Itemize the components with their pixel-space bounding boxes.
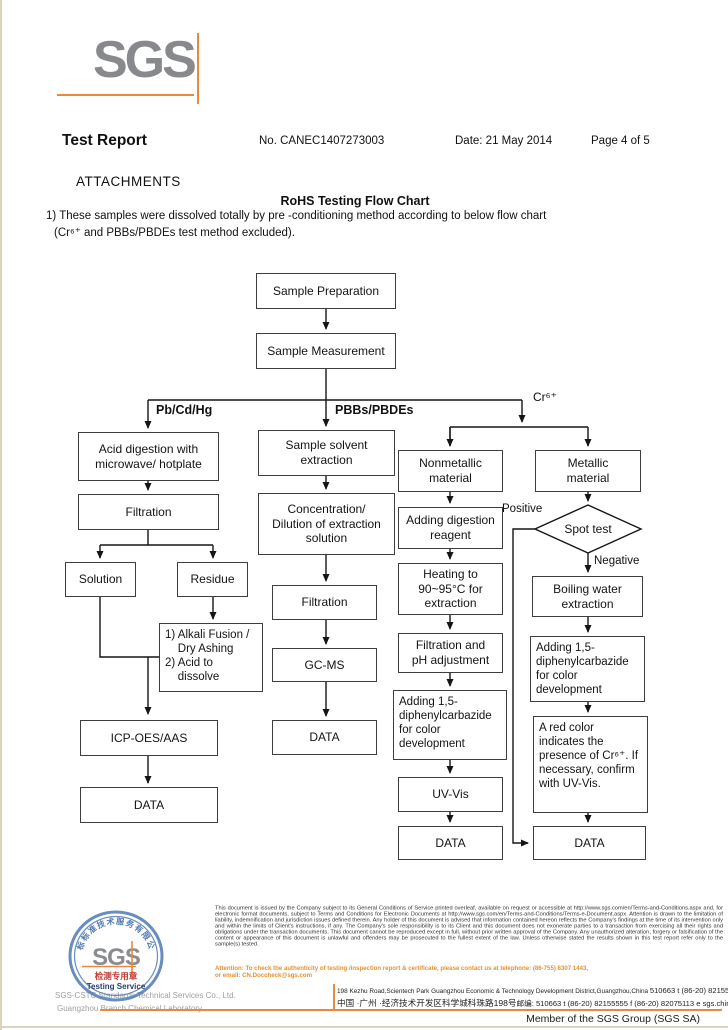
- address-cn-text: 中国 ·广州 ·经济技术开发区科学城科珠路198号: [337, 998, 517, 1008]
- flow-node-icp-oes-aas: ICP-OES/AAS: [80, 720, 218, 756]
- flow-node-solution: Solution: [65, 562, 136, 597]
- flow-node-adding-digestion-reagent: Adding digestion reagent: [398, 507, 503, 549]
- report-page: Page 4 of 5: [591, 135, 650, 147]
- address-line-cn: 中国 ·广州 ·经济技术开发区科学城科珠路198号邮编: 510663 t (8…: [337, 997, 728, 1009]
- report-title: Test Report: [62, 132, 147, 149]
- member-text: Member of the SGS Group (SGS SA): [526, 1013, 700, 1025]
- flow-node-uv-vis: UV-Vis: [398, 777, 503, 812]
- flow-node-filtration-1: Filtration: [78, 494, 219, 530]
- flow-node-heating-extraction: Heating to 90~95°C for extraction: [398, 563, 503, 615]
- flow-node-data-pbbs: DATA: [272, 720, 377, 755]
- flow-node-sample-measurement: Sample Measurement: [256, 333, 396, 369]
- flow-node-adding-dpc-metallic: Adding 1,5- diphenylcarbazide for color …: [530, 636, 645, 702]
- flow-node-data-pbcdhg: DATA: [80, 787, 218, 823]
- report-date: Date: 21 May 2014: [455, 135, 553, 147]
- branch-label-pbbs-pbdes: PBBs/PBDEs: [335, 403, 414, 417]
- flow-node-concentration-dilution: Concentration/ Dilution of extraction so…: [258, 493, 395, 555]
- branch-label-positive: Positive: [502, 503, 543, 515]
- address-line-en: 198 Kezhu Road,Scientech Park Guangzhou …: [337, 986, 728, 995]
- address-en-text: 198 Kezhu Road,Scientech Park Guangzhou …: [337, 988, 650, 995]
- flow-node-filtration-2: Filtration: [272, 585, 377, 620]
- flow-node-data-metallic: DATA: [533, 826, 646, 860]
- flow-node-boiling-water-extraction: Boiling water extraction: [532, 576, 643, 617]
- note-line-1: 1) These samples were dissolved totally …: [46, 210, 547, 222]
- flow-node-red-color-note: A red color indicates the presence of Cr…: [533, 716, 648, 813]
- page-bottom-edge-line: [0, 1026, 728, 1028]
- flow-node-acid-digestion: Acid digestion with microwave/ hotplate: [78, 432, 219, 481]
- logo-vertical-line: [197, 33, 199, 104]
- legal-text-block: This document is issued by the Company s…: [215, 905, 723, 967]
- stamp-red-text: 检测专用章: [95, 971, 138, 981]
- flow-node-solvent-extraction: Sample solvent extraction: [258, 430, 395, 476]
- address-cn-numbers: 邮编: 510663 t (86-20) 82155555 f (86-20) …: [516, 999, 728, 1008]
- flow-node-metallic-material: Metallic material: [535, 450, 641, 492]
- flow-node-adding-dpc-nonmetallic: Adding 1,5- diphenylcarbazide for color …: [393, 690, 507, 760]
- footer-orange-line: [100, 1009, 722, 1011]
- legal-text: This document is issued by the Company s…: [215, 905, 723, 947]
- attachments-heading: ATTACHMENTS: [76, 174, 181, 189]
- attention-text-block: Attention: To check the authenticity of …: [215, 965, 723, 992]
- company-name-line-2: Guangzhou Branch Chemical Laboratory: [57, 1004, 202, 1013]
- sgs-stamp-seal: 通标标准技术服务有限公司 SGS 检测专用章 Testing Service: [66, 908, 164, 1002]
- report-number: No. CANEC1407273003: [259, 135, 385, 147]
- flow-node-residue: Residue: [177, 562, 248, 597]
- note-line-2: (Cr⁶⁺ and PBBs/PBDEs test method exclude…: [54, 227, 295, 239]
- branch-label-pb-cd-hg: Pb/Cd/Hg: [156, 403, 213, 417]
- flow-node-spot-test: Spot test: [564, 521, 612, 536]
- logo-underline: [57, 94, 194, 96]
- flow-node-gc-ms: GC-MS: [272, 648, 377, 682]
- flow-chart-title: RoHS Testing Flow Chart: [280, 194, 430, 208]
- address-divider-line: [333, 984, 335, 1009]
- page-left-edge-line: [0, 0, 2, 1030]
- flow-node-filtration-ph: Filtration and pH adjustment: [398, 633, 503, 673]
- address-en-numbers: 510663 t (86-20) 82155555 f (86-20) 8207…: [649, 986, 728, 995]
- flow-node-data-nonmetallic: DATA: [398, 826, 503, 860]
- flow-node-nonmetallic-material: Nonmetallic material: [398, 450, 503, 492]
- flow-node-alkali-fusion: 1) Alkali Fusion / Dry Ashing 2) Acid to…: [159, 623, 263, 692]
- attention-text: Attention: To check the authenticity of …: [215, 964, 589, 979]
- stamp-service-text: Testing Service: [87, 982, 146, 991]
- flow-node-sample-preparation: Sample Preparation: [256, 273, 396, 309]
- branch-label-cr6: Cr⁶⁺: [533, 390, 557, 404]
- branch-label-negative: Negative: [594, 555, 640, 567]
- company-name-line-1: SGS-CSTC Standards Technical Services Co…: [55, 991, 236, 1000]
- sgs-logo-text: SGS: [93, 31, 197, 89]
